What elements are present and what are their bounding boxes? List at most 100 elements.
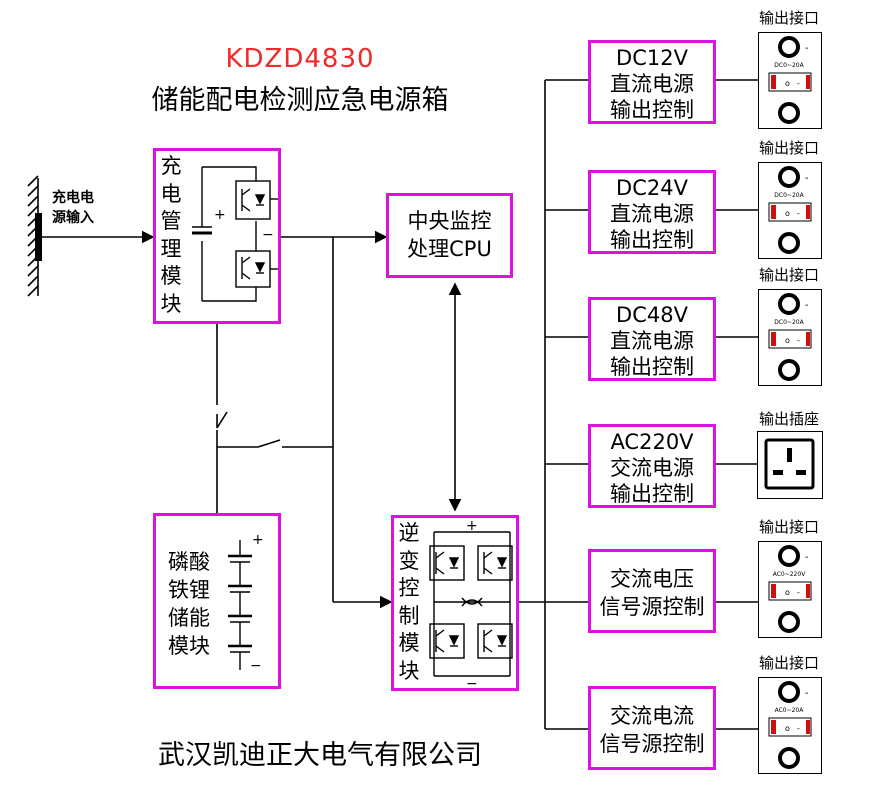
port-label: 输出接口 bbox=[758, 139, 819, 157]
svg-text:-: - bbox=[797, 588, 800, 597]
output-line: 直流电源 bbox=[610, 329, 694, 353]
battery-module: 磷酸 铁锂 储能 模块 + − bbox=[153, 513, 281, 689]
svg-text:-: - bbox=[805, 300, 809, 311]
svg-text:-: - bbox=[797, 79, 800, 88]
plus-sign: + bbox=[252, 532, 264, 548]
output-line: DC48V bbox=[616, 303, 688, 327]
output-line: 直流电源 bbox=[610, 72, 694, 96]
output-line: 直流电源 bbox=[610, 202, 694, 226]
charge-char: 充 bbox=[160, 154, 182, 178]
cpu-line: 中央监控 bbox=[407, 209, 492, 233]
port-label: 输出接口 bbox=[758, 654, 819, 672]
plate-text: AC0~220V bbox=[773, 571, 806, 578]
battery-line: 模块 bbox=[168, 634, 210, 658]
inverter-char: 模 bbox=[398, 631, 420, 655]
input-label-line2: 源输入 bbox=[52, 210, 94, 226]
battery-module-label: 磷酸 铁锂 储能 模块 bbox=[168, 548, 210, 660]
output-port-3: - DC0~20A o - bbox=[758, 289, 822, 386]
input-terminal bbox=[35, 213, 42, 261]
output-port-6: - AC0~20A o - bbox=[758, 677, 822, 774]
output-line: 输出控制 bbox=[610, 228, 694, 252]
output-line: 输出控制 bbox=[610, 98, 694, 122]
terminal-plate-icon: - DC0~20A o - bbox=[768, 36, 812, 124]
plus-sign: + bbox=[466, 520, 478, 534]
output-dc12v: DC12V 直流电源 输出控制 bbox=[588, 40, 716, 124]
model-number: KDZD4830 bbox=[225, 44, 375, 74]
port-label: 输出接口 bbox=[758, 9, 819, 27]
inverter-module-label: 逆 变 控 制 模 块 bbox=[397, 520, 421, 685]
plate-text: DC0~20A bbox=[774, 62, 804, 69]
port-label: 输出插座 bbox=[758, 410, 819, 428]
inverter-char: 变 bbox=[398, 548, 420, 573]
svg-text:-: - bbox=[805, 688, 809, 699]
output-ac220v: AC220V 交流电源 输出控制 bbox=[588, 424, 716, 508]
inverter-module: 逆 变 控 制 模 块 bbox=[391, 515, 519, 691]
svg-text:-: - bbox=[805, 552, 809, 563]
input-label-line1: 充电电 bbox=[52, 190, 94, 206]
battery-line: 铁锂 bbox=[168, 578, 210, 602]
output-dc24v: DC24V 直流电源 输出控制 bbox=[588, 170, 716, 254]
port-label: 输出接口 bbox=[758, 266, 819, 284]
output-line: 交流电流 bbox=[610, 704, 694, 728]
svg-text:o: o bbox=[785, 724, 790, 733]
cpu-label: 中央监控 处理CPU bbox=[389, 207, 510, 263]
output-port-2: - DC0~20A o - bbox=[758, 162, 822, 259]
output-dc48v: DC48V 直流电源 输出控制 bbox=[588, 297, 716, 381]
terminal-plate-icon: - AC0~20A o - bbox=[768, 681, 812, 769]
cpu-line: 处理CPU bbox=[407, 237, 492, 261]
svg-text:o: o bbox=[785, 588, 790, 597]
minus-sign: − bbox=[250, 658, 262, 674]
switch-1-icon bbox=[216, 411, 228, 429]
charge-char: 理 bbox=[160, 236, 182, 261]
company-name: 武汉凯迪正大电气有限公司 bbox=[158, 740, 482, 771]
output-ac-voltage-signal: 交流电压 信号源控制 bbox=[588, 549, 716, 633]
svg-text:-: - bbox=[805, 173, 809, 184]
terminal-plate-icon: - DC0~20A o - bbox=[768, 293, 812, 381]
plate-text: DC0~20A bbox=[774, 192, 804, 199]
charge-module-label: 充 电 管 理 模 块 bbox=[159, 153, 183, 318]
svg-text:-: - bbox=[797, 209, 800, 218]
svg-text:-: - bbox=[797, 724, 800, 733]
output-line: 交流电压 bbox=[610, 567, 694, 591]
svg-text:o: o bbox=[785, 79, 790, 88]
output-line: 信号源控制 bbox=[599, 595, 705, 619]
page-title: 储能配电检测应急电源箱 bbox=[151, 85, 449, 116]
charge-char: 电 bbox=[160, 181, 182, 206]
minus-sign: − bbox=[262, 227, 274, 243]
svg-text:o: o bbox=[785, 209, 790, 218]
output-line: 交流电源 bbox=[610, 456, 694, 480]
terminal-plate-icon: - DC0~20A o - bbox=[768, 166, 812, 254]
inverter-char: 控 bbox=[398, 576, 420, 600]
charge-circuit-icon: + − bbox=[192, 166, 278, 302]
charge-char: 块 bbox=[160, 291, 182, 316]
output-line: AC220V bbox=[610, 430, 694, 454]
ac-socket-icon bbox=[764, 438, 815, 490]
output-ac-current-signal: 交流电流 信号源控制 bbox=[588, 686, 716, 770]
charge-module: 充 电 管 理 模 块 bbox=[153, 148, 281, 324]
battery-cells-icon: + − bbox=[228, 532, 264, 674]
inverter-bridge-icon: + − bbox=[429, 520, 513, 688]
output-socket bbox=[757, 431, 823, 499]
port-label: 输出接口 bbox=[758, 518, 819, 536]
inverter-char: 制 bbox=[398, 603, 420, 628]
terminal-plate-icon: - AC0~220V o - bbox=[768, 545, 812, 633]
plate-text: DC0~20A bbox=[774, 319, 804, 326]
plate-text: AC0~20A bbox=[775, 707, 805, 714]
output-port-1: - DC0~20A o - bbox=[758, 32, 822, 129]
inverter-char: 逆 bbox=[398, 521, 420, 545]
minus-sign: − bbox=[466, 676, 478, 688]
output-line: 信号源控制 bbox=[599, 732, 705, 756]
svg-text:-: - bbox=[797, 336, 800, 345]
charge-char: 模 bbox=[160, 264, 182, 288]
output-line: 输出控制 bbox=[610, 355, 694, 379]
output-port-5: - AC0~220V o - bbox=[758, 541, 822, 638]
output-line: 输出控制 bbox=[610, 482, 694, 506]
output-line: DC24V bbox=[616, 176, 688, 200]
output-line: DC12V bbox=[616, 46, 688, 70]
switch-2-icon bbox=[257, 439, 281, 448]
charge-char: 管 bbox=[160, 209, 182, 233]
cpu-block: 中央监控 处理CPU bbox=[386, 193, 513, 278]
battery-line: 储能 bbox=[168, 606, 210, 630]
